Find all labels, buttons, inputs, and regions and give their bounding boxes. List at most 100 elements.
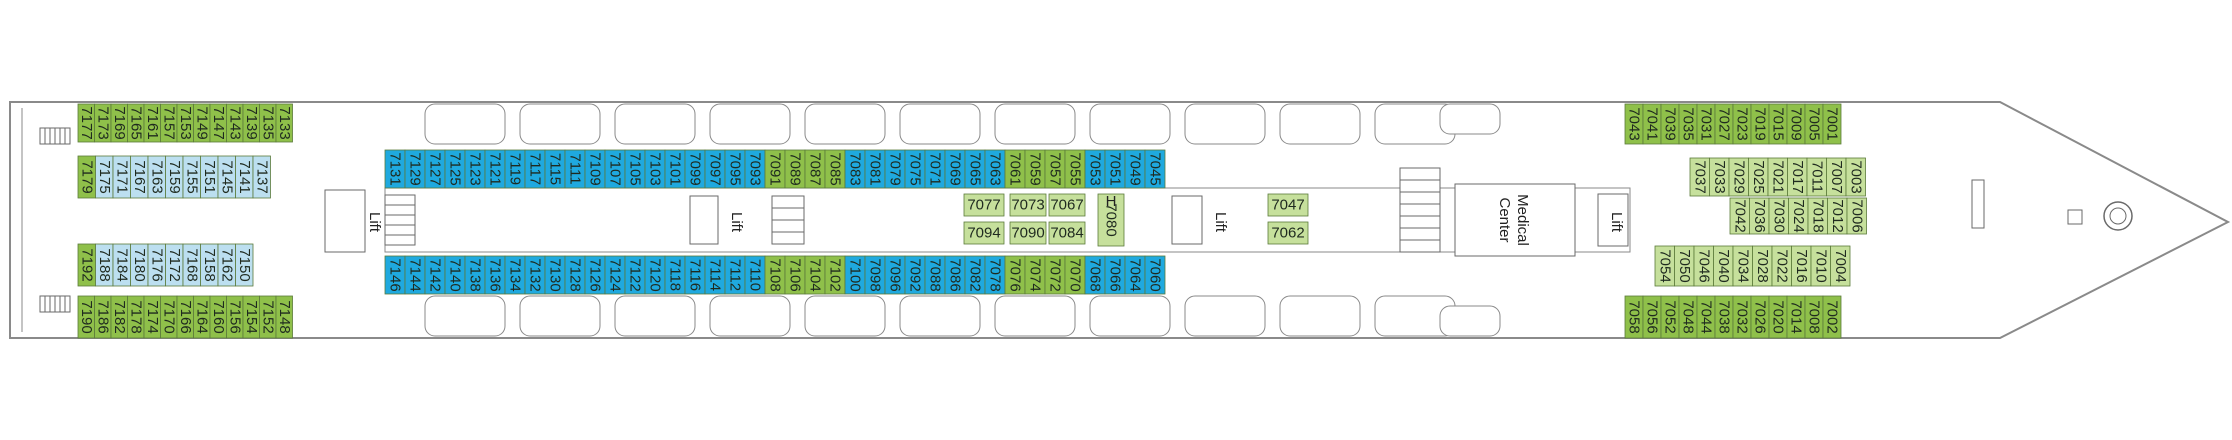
cabin-7136[interactable]: 7136: [484, 255, 506, 295]
cabin-7043[interactable]: 7043: [1624, 103, 1644, 145]
cabin-7003[interactable]: 7003: [1845, 157, 1866, 197]
cabin-7065[interactable]: 7065: [964, 149, 986, 189]
cabin-7061[interactable]: 7061: [1004, 149, 1026, 189]
cabin-7040[interactable]: 7040: [1713, 245, 1734, 287]
cabin-7068[interactable]: 7068: [1084, 255, 1106, 295]
cabin-7163[interactable]: 7163: [147, 155, 166, 199]
cabin-7105[interactable]: 7105: [624, 149, 646, 189]
cabin-7154[interactable]: 7154: [242, 295, 260, 339]
cabin-7111[interactable]: 7111: [564, 149, 586, 189]
cabin-7028[interactable]: 7028: [1752, 245, 1773, 287]
cabin-7127[interactable]: 7127: [424, 149, 446, 189]
cabin-7060[interactable]: 7060: [1144, 255, 1166, 295]
cabin-7174[interactable]: 7174: [143, 295, 161, 339]
cabin-7107[interactable]: 7107: [604, 149, 626, 189]
cabin-7148[interactable]: 7148: [275, 295, 293, 339]
cabin-7026[interactable]: 7026: [1750, 295, 1770, 339]
cabin-7066[interactable]: 7066: [1104, 255, 1126, 295]
cabin-7046[interactable]: 7046: [1693, 245, 1714, 287]
cabin-7130[interactable]: 7130: [544, 255, 566, 295]
cabin-7033[interactable]: 7033: [1709, 157, 1730, 197]
cabin-7134[interactable]: 7134: [504, 255, 526, 295]
cabin-7149[interactable]: 7149: [193, 103, 211, 143]
cabin-7034[interactable]: 7034: [1732, 245, 1753, 287]
cabin-7169[interactable]: 7169: [110, 103, 128, 143]
cabin-7012[interactable]: 7012: [1827, 197, 1848, 235]
cabin-7024[interactable]: 7024: [1788, 197, 1809, 235]
cabin-7109[interactable]: 7109: [584, 149, 606, 189]
cabin-7001[interactable]: 7001: [1822, 103, 1842, 145]
cabin-7078[interactable]: 7078: [984, 255, 1006, 295]
cabin-7036[interactable]: 7036: [1749, 197, 1770, 235]
cabin-7112[interactable]: 7112: [724, 255, 746, 295]
cabin-7106[interactable]: 7106: [784, 255, 806, 295]
cabin-7031[interactable]: 7031: [1696, 103, 1716, 145]
cabin-7137[interactable]: 7137: [252, 155, 271, 199]
cabin-7006[interactable]: 7006: [1846, 197, 1867, 235]
cabin-7014[interactable]: 7014: [1786, 295, 1806, 339]
cabin-7077[interactable]: 7077: [963, 193, 1005, 217]
cabin-7069[interactable]: 7069: [944, 149, 966, 189]
cabin-7091[interactable]: 7091: [764, 149, 786, 189]
cabin-7002[interactable]: 7002: [1822, 295, 1842, 339]
cabin-7084[interactable]: 7084: [1048, 221, 1086, 245]
cabin-7044[interactable]: 7044: [1696, 295, 1716, 339]
cabin-7157[interactable]: 7157: [160, 103, 178, 143]
cabin-7096[interactable]: 7096: [884, 255, 906, 295]
cabin-7122[interactable]: 7122: [624, 255, 646, 295]
cabin-7007[interactable]: 7007: [1826, 157, 1847, 197]
cabin-7190[interactable]: 7190: [77, 295, 95, 339]
cabin-7165[interactable]: 7165: [127, 103, 145, 143]
cabin-7015[interactable]: 7015: [1768, 103, 1788, 145]
cabin-7093[interactable]: 7093: [744, 149, 766, 189]
cabin-7092[interactable]: 7092: [904, 255, 926, 295]
cabin-7100[interactable]: 7100: [844, 255, 866, 295]
cabin-7144[interactable]: 7144: [404, 255, 426, 295]
cabin-7080[interactable]: 7080: [1097, 193, 1125, 247]
cabin-7029[interactable]: 7029: [1728, 157, 1749, 197]
cabin-7083[interactable]: 7083: [844, 149, 866, 189]
cabin-7050[interactable]: 7050: [1674, 245, 1695, 287]
cabin-7055[interactable]: 7055: [1064, 149, 1086, 189]
cabin-7053[interactable]: 7053: [1084, 149, 1106, 189]
cabin-7042[interactable]: 7042: [1729, 197, 1750, 235]
cabin-7089[interactable]: 7089: [784, 149, 806, 189]
cabin-7132[interactable]: 7132: [524, 255, 546, 295]
cabin-7139[interactable]: 7139: [242, 103, 260, 143]
cabin-7016[interactable]: 7016: [1791, 245, 1812, 287]
cabin-7099[interactable]: 7099: [684, 149, 706, 189]
cabin-7142[interactable]: 7142: [424, 255, 446, 295]
cabin-7010[interactable]: 7010: [1810, 245, 1831, 287]
cabin-7086[interactable]: 7086: [944, 255, 966, 295]
cabin-7126[interactable]: 7126: [584, 255, 606, 295]
cabin-7167[interactable]: 7167: [130, 155, 149, 199]
cabin-7057[interactable]: 7057: [1044, 149, 1066, 189]
cabin-7150[interactable]: 7150: [235, 243, 254, 287]
cabin-7005[interactable]: 7005: [1804, 103, 1824, 145]
cabin-7023[interactable]: 7023: [1732, 103, 1752, 145]
cabin-7145[interactable]: 7145: [217, 155, 236, 199]
cabin-7008[interactable]: 7008: [1804, 295, 1824, 339]
cabin-7104[interactable]: 7104: [804, 255, 826, 295]
cabin-7166[interactable]: 7166: [176, 295, 194, 339]
cabin-7180[interactable]: 7180: [130, 243, 149, 287]
cabin-7179[interactable]: 7179: [77, 155, 96, 199]
cabin-7062[interactable]: 7062: [1267, 221, 1309, 245]
cabin-7116[interactable]: 7116: [684, 255, 706, 295]
cabin-7018[interactable]: 7018: [1807, 197, 1828, 235]
cabin-7056[interactable]: 7056: [1642, 295, 1662, 339]
cabin-7188[interactable]: 7188: [95, 243, 114, 287]
cabin-7097[interactable]: 7097: [704, 149, 726, 189]
cabin-7054[interactable]: 7054: [1654, 245, 1675, 287]
cabin-7037[interactable]: 7037: [1689, 157, 1710, 197]
cabin-7125[interactable]: 7125: [444, 149, 466, 189]
cabin-7121[interactable]: 7121: [484, 149, 506, 189]
cabin-7079[interactable]: 7079: [884, 149, 906, 189]
cabin-7158[interactable]: 7158: [200, 243, 219, 287]
cabin-7017[interactable]: 7017: [1787, 157, 1808, 197]
cabin-7087[interactable]: 7087: [804, 149, 826, 189]
cabin-7020[interactable]: 7020: [1768, 295, 1788, 339]
cabin-7070[interactable]: 7070: [1064, 255, 1086, 295]
cabin-7160[interactable]: 7160: [209, 295, 227, 339]
cabin-7161[interactable]: 7161: [143, 103, 161, 143]
